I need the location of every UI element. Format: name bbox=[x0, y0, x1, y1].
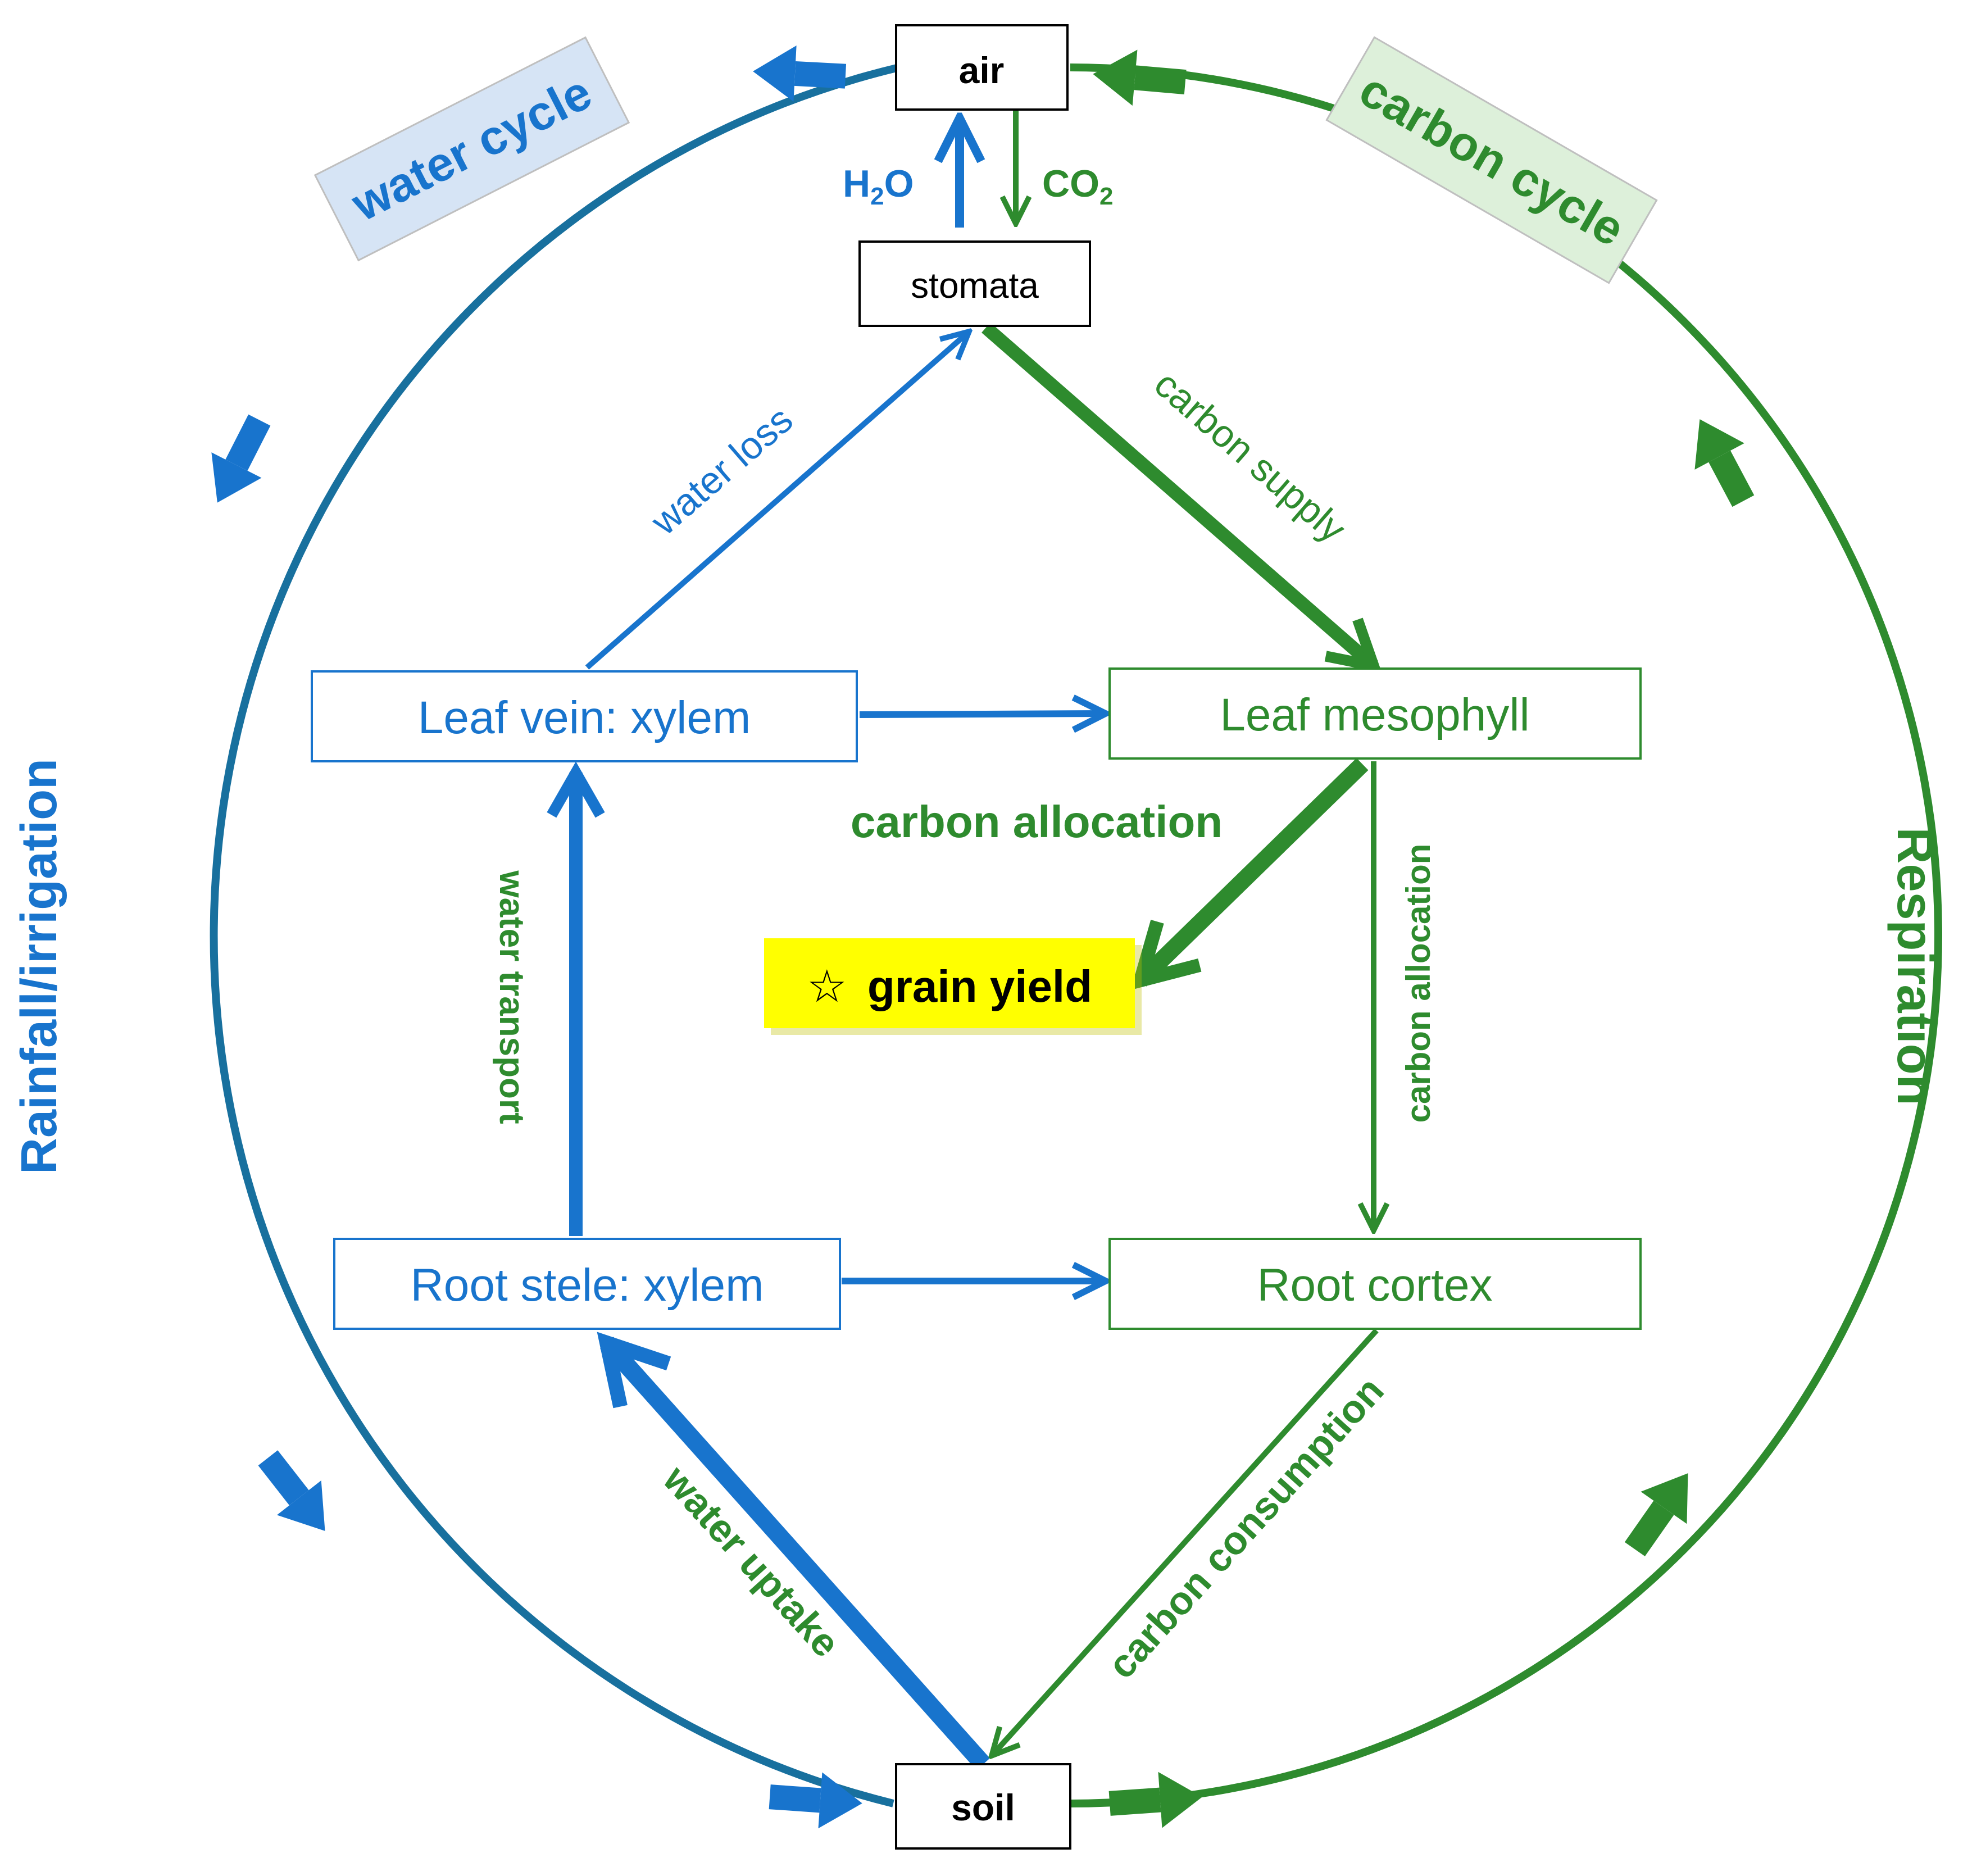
stomata-label: stomata bbox=[911, 265, 1039, 306]
root-stele-label: Root stele: xylem bbox=[411, 1260, 764, 1311]
root-stele-node: Root stele: xylem bbox=[333, 1238, 841, 1330]
water-loss-label: water loss bbox=[643, 398, 801, 544]
water-cycle-arc bbox=[210, 63, 900, 1807]
respiration-label: Respiration bbox=[1887, 827, 1943, 1105]
water-loss-arrow bbox=[585, 331, 969, 670]
water-cycle-arrow-top bbox=[753, 46, 847, 102]
water-cycle-arrow-bottom bbox=[769, 1772, 862, 1829]
root-cortex-label: Root cortex bbox=[1257, 1260, 1492, 1311]
water-transport-label: water transport bbox=[492, 870, 531, 1124]
root-cortex-node: Root cortex bbox=[1108, 1238, 1642, 1330]
carbon-consumption-label: carbon consumption bbox=[1099, 1369, 1392, 1687]
carbon-cycle-label: carbon cycle bbox=[1351, 62, 1633, 257]
water-uptake-label: water uptake bbox=[655, 1457, 848, 1665]
carbon-allocation-root-label: carbon allocation bbox=[1399, 844, 1437, 1123]
water-cycle-tag: water cycle bbox=[313, 36, 630, 262]
svg-text:☆ grain yield: ☆ grain yield bbox=[807, 961, 1092, 1011]
stomata-node: stomata bbox=[858, 240, 1091, 327]
carbon-allocation-grain-arrow bbox=[1130, 758, 1369, 991]
grain-yield-label: grain yield bbox=[867, 961, 1092, 1011]
carbon-cycle-tag: carbon cycle bbox=[1325, 36, 1658, 284]
leaf-vein-node: Leaf vein: xylem bbox=[311, 670, 858, 762]
leaf-vein-to-mesophyll-arrow bbox=[859, 714, 1106, 715]
air-node: air bbox=[895, 24, 1069, 111]
carbon-cycle-arrow-upper-right bbox=[1694, 419, 1755, 507]
carbon-allocation-grain-label: carbon allocation bbox=[851, 797, 1223, 847]
h2o-label: H2O bbox=[843, 162, 914, 210]
air-label: air bbox=[959, 49, 1005, 91]
soil-label: soil bbox=[951, 1787, 1015, 1828]
carbon-supply-label: carbon supply bbox=[1146, 362, 1353, 551]
leaf-mesophyll-label: Leaf mesophyll bbox=[1220, 689, 1530, 741]
svg-text:CO2: CO2 bbox=[1042, 162, 1113, 210]
star-icon: ☆ bbox=[807, 961, 847, 1011]
carbon-cycle-arrow-bottom bbox=[1108, 1771, 1202, 1828]
rainfall-irrigation-label: Rainfall/irrigation bbox=[11, 758, 67, 1174]
svg-text:H2O: H2O bbox=[843, 162, 914, 210]
water-uptake-arrow bbox=[597, 1332, 990, 1770]
carbon-cycle-arc bbox=[1070, 63, 1942, 1807]
water-cycle-arrow-lower-left bbox=[258, 1450, 325, 1531]
leaf-mesophyll-node: Leaf mesophyll bbox=[1108, 667, 1642, 760]
soil-node: soil bbox=[895, 1763, 1071, 1850]
co2-label: CO2 bbox=[1042, 162, 1113, 210]
leaf-vein-label: Leaf vein: xylem bbox=[418, 692, 751, 743]
grain-yield-node: ☆ grain yield bbox=[764, 938, 1142, 1035]
water-cycle-arrow-upper-left bbox=[211, 414, 271, 503]
carbon-cycle-arrow-top bbox=[1093, 49, 1187, 106]
carbon-cycle-arrow-lower-right bbox=[1624, 1473, 1688, 1556]
carbon-consumption-arrow bbox=[992, 1328, 1379, 1756]
carbon-supply-arrow bbox=[981, 322, 1382, 673]
